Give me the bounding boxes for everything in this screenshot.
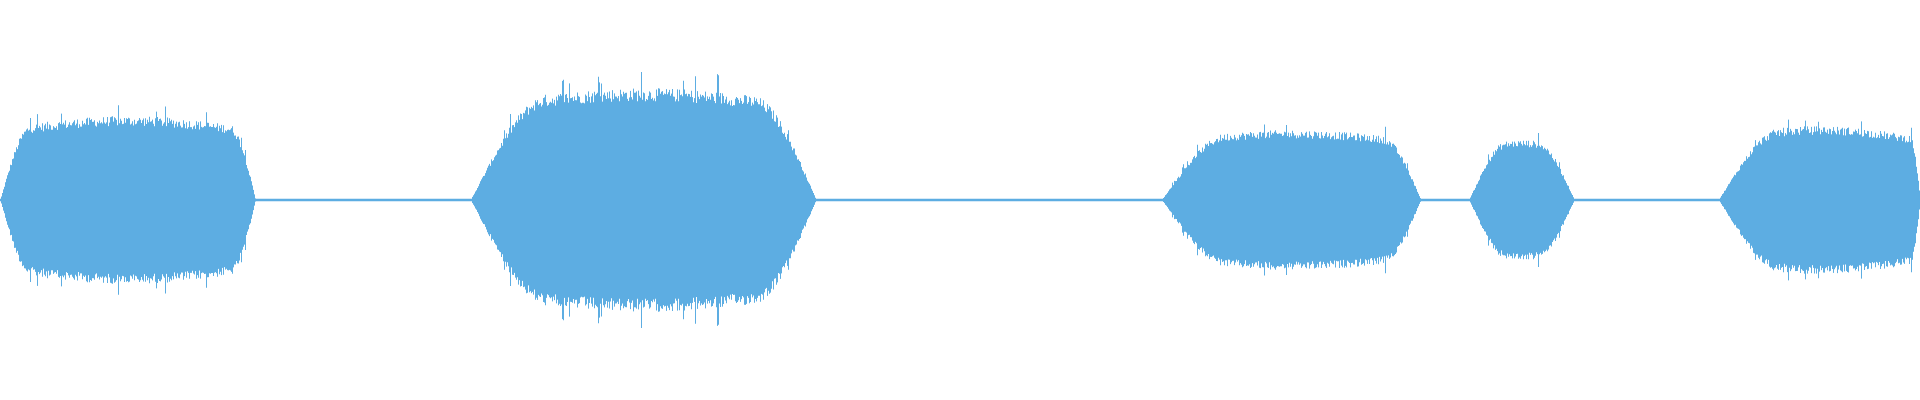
waveform-samples: [0, 72, 1920, 328]
waveform-path: [0, 72, 1920, 328]
